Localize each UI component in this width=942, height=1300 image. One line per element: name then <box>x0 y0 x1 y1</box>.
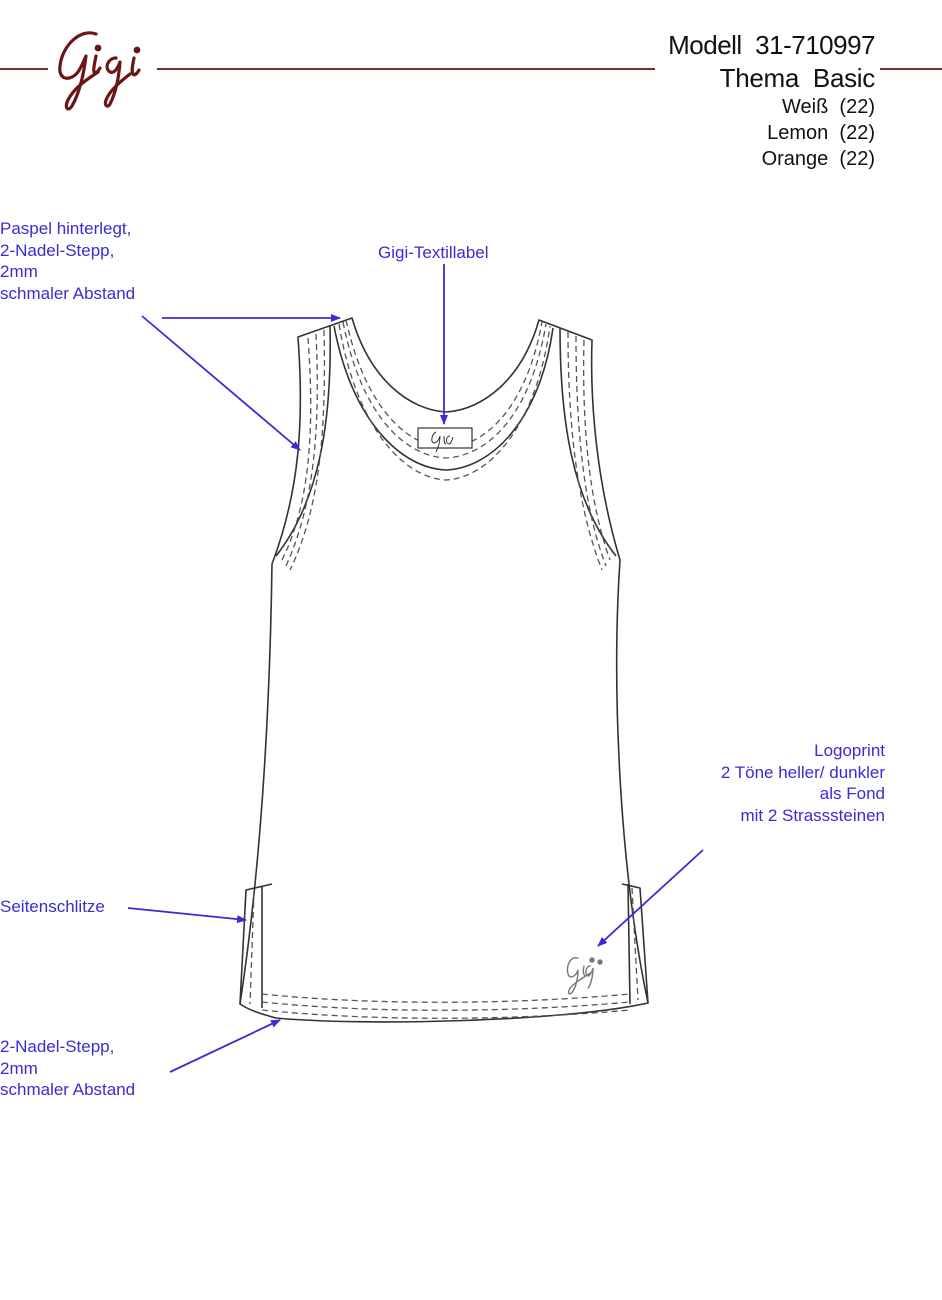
color-code: (22) <box>839 148 875 170</box>
model-label: Modell <box>668 30 742 60</box>
inner-neckline <box>333 325 554 471</box>
annotation-line: Paspel hinterlegt, <box>0 219 132 238</box>
piping-annotation: Paspel hinterlegt, 2-Nadel-Stepp, 2mm sc… <box>0 218 135 304</box>
annotation-line: mit 2 Strasssteinen <box>740 805 885 825</box>
color-row: Weiß (22) <box>782 96 875 119</box>
logoprint-arrow <box>597 849 704 947</box>
model-line: Modell 31-710997 <box>668 30 875 61</box>
hem-arrow <box>169 1019 281 1073</box>
color-name: Weiß <box>781 96 829 118</box>
color-row: Orange (22) <box>762 148 875 171</box>
label-annotation: Gigi-Textillabel <box>378 242 489 264</box>
color-name: Lemon <box>767 122 829 144</box>
annotation-line: 2-Nadel-Stepp, <box>0 240 115 260</box>
color-row: Lemon (22) <box>767 122 875 145</box>
hem-annotation: 2-Nadel-Stepp, 2mm schmaler Abstand <box>0 1036 135 1101</box>
model-number: 31-710997 <box>755 30 875 60</box>
textile-label-icon <box>417 427 473 453</box>
annotation-line: 2 Töne heller/ dunkler <box>720 762 885 782</box>
annotation-line: Gigi-Textillabel <box>378 243 489 262</box>
stitch-lines <box>249 319 639 1019</box>
annotation-line: Logoprint <box>814 741 885 760</box>
color-name: Orange <box>761 148 829 170</box>
gigi-logo-icon <box>58 31 141 111</box>
color-code: (22) <box>839 122 875 144</box>
piping-arrow-2 <box>141 315 301 451</box>
color-code: (22) <box>839 96 875 118</box>
logoprint-annotation: Logoprint 2 Töne heller/ dunkler als Fon… <box>721 740 885 826</box>
annotation-line: schmaler Abstand <box>0 1080 136 1099</box>
slit-arrow <box>127 907 247 924</box>
garment-outline <box>239 317 649 1023</box>
theme-value: Basic <box>812 63 875 93</box>
annotation-line: Seitenschlitze <box>0 897 105 916</box>
annotation-line: 2mm <box>0 262 38 281</box>
annotation-line: 2-Nadel-Stepp, <box>0 1037 115 1056</box>
annotation-line: als Fond <box>819 784 885 803</box>
theme-line: Thema Basic <box>719 63 876 94</box>
annotation-arrows <box>127 264 704 1073</box>
side-slit-annotation: Seitenschlitze <box>0 896 105 918</box>
logoprint-icon <box>566 957 603 995</box>
annotation-line: schmaler Abstand <box>0 283 136 303</box>
annotation-line: 2mm <box>0 1058 38 1078</box>
theme-label: Thema <box>719 63 800 93</box>
